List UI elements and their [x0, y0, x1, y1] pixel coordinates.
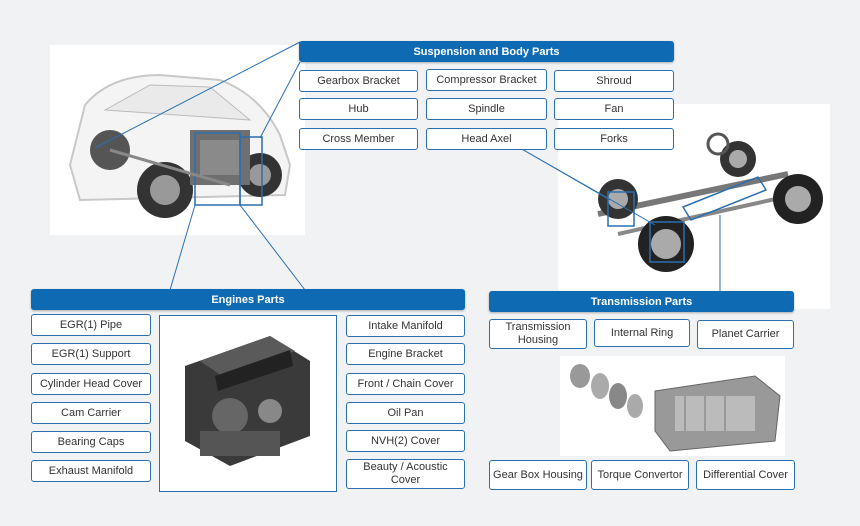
part-transmission-housing: Transmission Housing	[489, 319, 587, 349]
part-compressor-bracket: Compressor Bracket	[426, 69, 547, 91]
part-gearbox-bracket: Gearbox Bracket	[299, 70, 418, 92]
part-differential-cover: Differential Cover	[696, 460, 795, 490]
part-bearing-caps: Bearing Caps	[31, 431, 151, 453]
part-egr-pipe: EGR(1) Pipe	[31, 314, 151, 336]
engine-image	[159, 315, 337, 492]
part-head-axel: Head Axel	[426, 128, 547, 150]
part-hub: Hub	[299, 98, 418, 120]
part-cam-carrier: Cam Carrier	[31, 402, 151, 424]
part-nvh-cover: NVH(2) Cover	[346, 430, 465, 452]
suspension-header: Suspension and Body Parts	[299, 41, 674, 62]
part-shroud: Shroud	[554, 70, 674, 92]
part-intake-manifold: Intake Manifold	[346, 315, 465, 337]
part-oil-pan: Oil Pan	[346, 402, 465, 424]
part-planet-carrier: Planet Carrier	[697, 320, 794, 349]
car-image	[50, 45, 305, 235]
engines-header: Engines Parts	[31, 289, 465, 310]
part-front-chain-cover: Front / Chain Cover	[346, 373, 465, 395]
part-fan: Fan	[554, 98, 674, 120]
part-spindle: Spindle	[426, 98, 547, 120]
transmission-header: Transmission Parts	[489, 291, 794, 312]
part-beauty-acoustic-cover: Beauty / Acoustic Cover	[346, 459, 465, 489]
part-egr-support: EGR(1) Support	[31, 343, 151, 365]
part-exhaust-manifold: Exhaust Manifold	[31, 460, 151, 482]
part-forks: Forks	[554, 128, 674, 150]
transmission-image	[560, 356, 785, 456]
part-cross-member: Cross Member	[299, 128, 418, 150]
part-torque-convertor: Torque Convertor	[591, 460, 689, 490]
part-gear-box-housing: Gear Box Housing	[489, 460, 587, 490]
part-internal-ring: Internal Ring	[594, 319, 690, 347]
part-cylinder-head-cover: Cylinder Head Cover	[31, 373, 151, 395]
part-engine-bracket: Engine Bracket	[346, 343, 465, 365]
